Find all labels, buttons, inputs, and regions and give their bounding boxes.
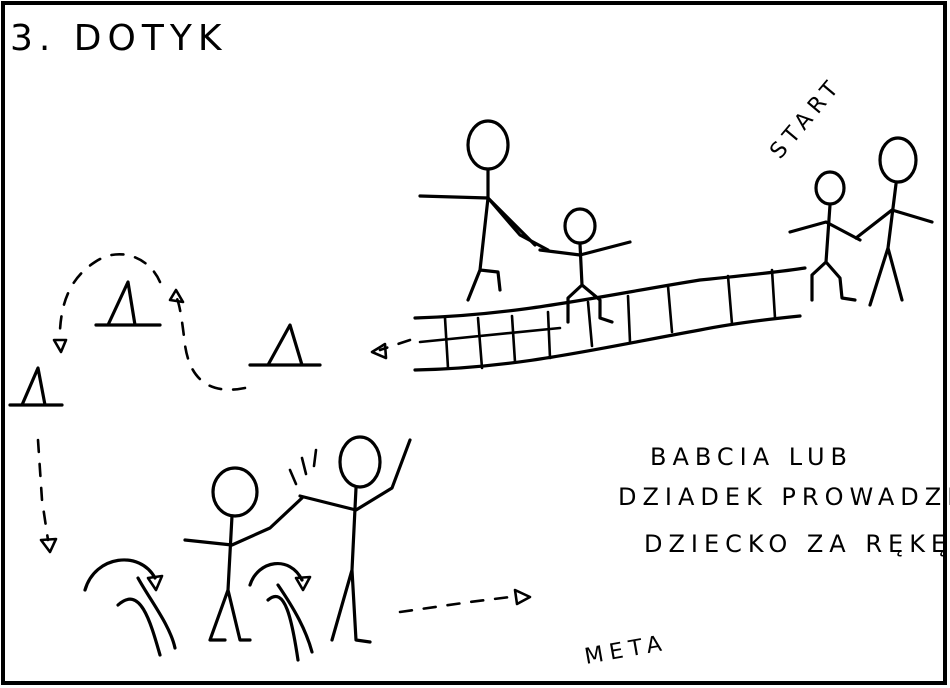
- arrow-to-cone: [370, 338, 412, 360]
- adult-figure-highfive: [288, 435, 412, 644]
- tumble-1: [83, 558, 177, 657]
- child-figure-highfive: [183, 466, 304, 642]
- instruction-line-1: BABCIA LUB: [650, 443, 853, 471]
- adult-figure-1: [418, 119, 550, 302]
- ladder-path: [413, 266, 807, 372]
- instruction-line-3: DZIECKO ZA RĘKĘ: [644, 530, 950, 558]
- cone-3: [8, 366, 64, 407]
- child-figure-start: [788, 170, 862, 302]
- cone-1: [248, 323, 322, 367]
- adult-figure-start: [854, 136, 934, 307]
- instructions: BABCIA LUB DZIADEK PROWADZI DZIECKO ZA R…: [618, 443, 950, 558]
- tumble-2: [248, 562, 314, 662]
- start-label: START: [765, 73, 847, 164]
- instruction-line-2: DZIADEK PROWADZI: [618, 483, 950, 511]
- title-text: 3. DOTYK: [10, 18, 227, 59]
- slalom-route: [36, 252, 532, 614]
- finish-label: META: [583, 631, 670, 670]
- cone-2: [94, 280, 162, 327]
- child-figure-1: [538, 207, 632, 324]
